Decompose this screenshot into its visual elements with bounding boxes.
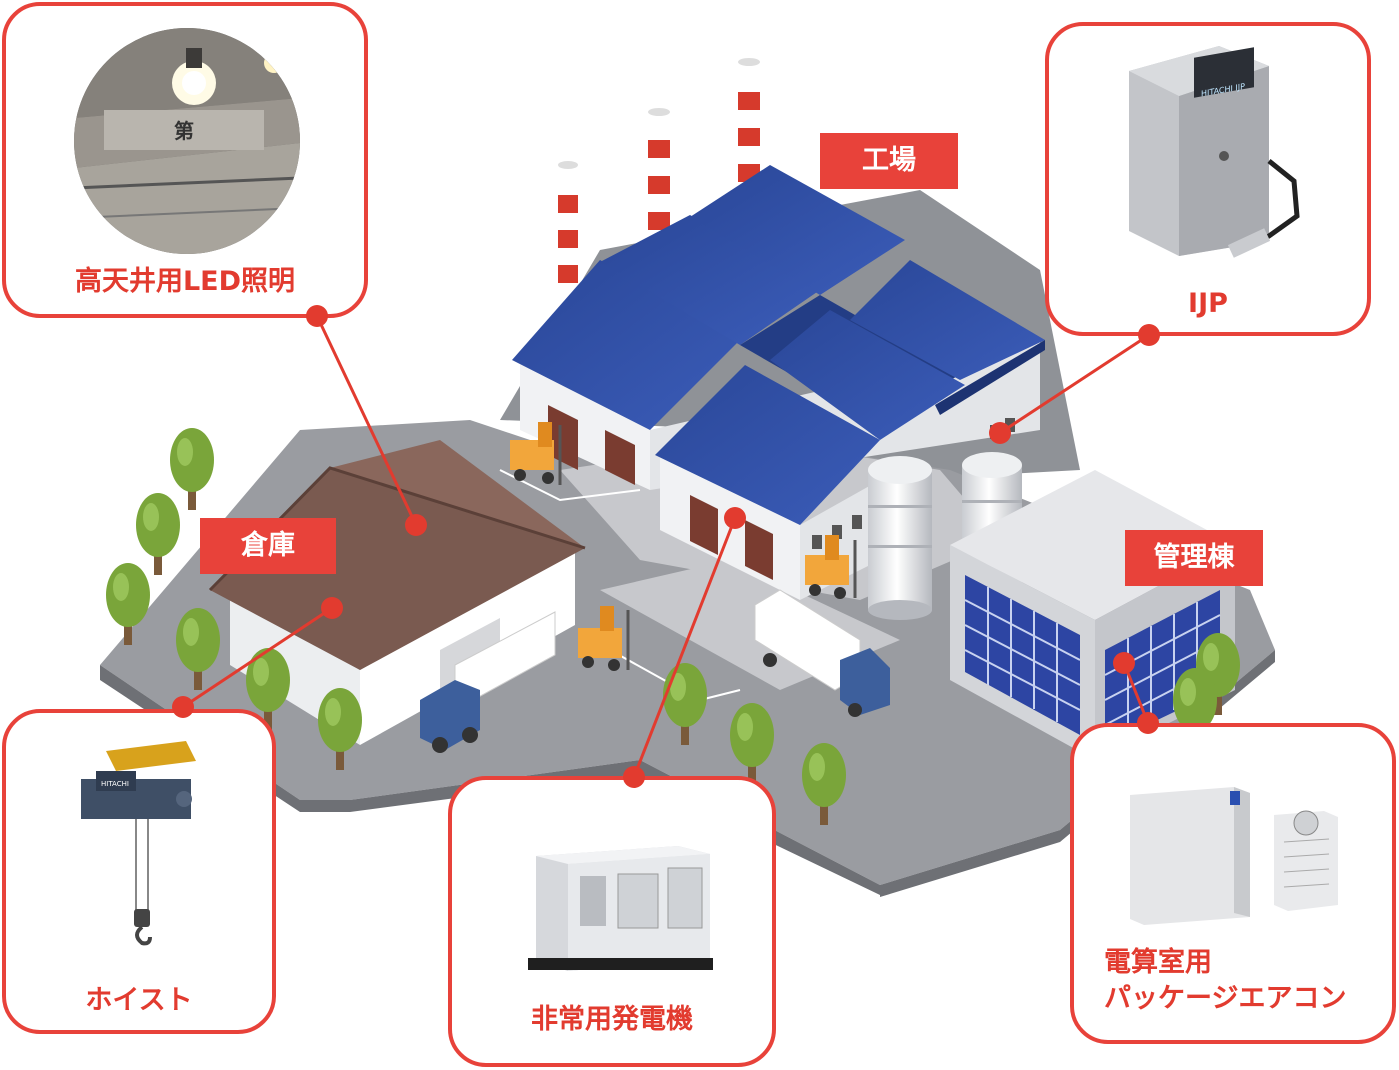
forklift [578,606,630,671]
forklift [510,422,562,485]
hoist-brand-text: HITACHI [101,780,129,788]
trees [106,428,1240,825]
ceiling-sign-text: 第 [174,119,194,143]
anchor-dot-led [306,305,328,327]
anchor-dot-hoist [172,696,194,718]
callout-generator-label: 非常用発電機 [531,1004,693,1035]
solar-glass-facade-left [964,575,1081,735]
leader-line-generator [632,517,737,778]
tree [246,648,290,730]
hoist-image: HITACHI [81,741,196,946]
factory-building [512,165,1045,600]
callout-hoist: HITACHI ホイスト [2,709,276,1034]
forklift [805,535,857,599]
callout-aircon: 電算室用 パッケージエアコン [1070,723,1396,1044]
callout-aircon-label-line1: 電算室用 [1104,947,1212,978]
aircon-units-image [1130,787,1338,925]
ceiling-led-photo: 第 [74,28,300,254]
area-tag-factory: 工場 [820,133,958,189]
tree [176,608,220,690]
anchor-dot-generator [623,766,645,788]
leader-line-hoist [182,606,333,709]
callout-hoist-label: ホイスト [85,985,193,1016]
tree [136,493,180,575]
truck [420,611,556,753]
callout-led-lighting-label: 高天井用LED照明 [74,266,296,297]
anchor-dot-ijp [1138,324,1160,346]
leader-line-ijp [999,333,1150,435]
anchor-dot-aircon [1137,712,1159,734]
leader-line-led [315,315,418,526]
tree [730,703,774,785]
tree [802,743,846,825]
callout-generator: 非常用発電機 [448,776,776,1067]
area-tag-warehouse: 倉庫 [200,518,336,574]
tree [170,428,214,510]
area-tag-admin: 管理棟 [1125,530,1263,586]
tree [663,663,707,745]
tree [106,563,150,645]
callout-led-lighting: 第 高天井用LED照明 [2,2,368,318]
generator-image [528,846,713,971]
tree [318,688,362,770]
callout-ijp-label: IJP [1188,288,1228,319]
leader-endpoints [321,422,1135,674]
callout-ijp: HITACHI IJP IJP [1045,22,1371,336]
ijp-printer-image: HITACHI IJP [1129,46,1300,258]
truck [754,589,890,717]
chimneys [558,58,760,315]
callout-aircon-label-line2: パッケージエアコン [1104,983,1347,1014]
